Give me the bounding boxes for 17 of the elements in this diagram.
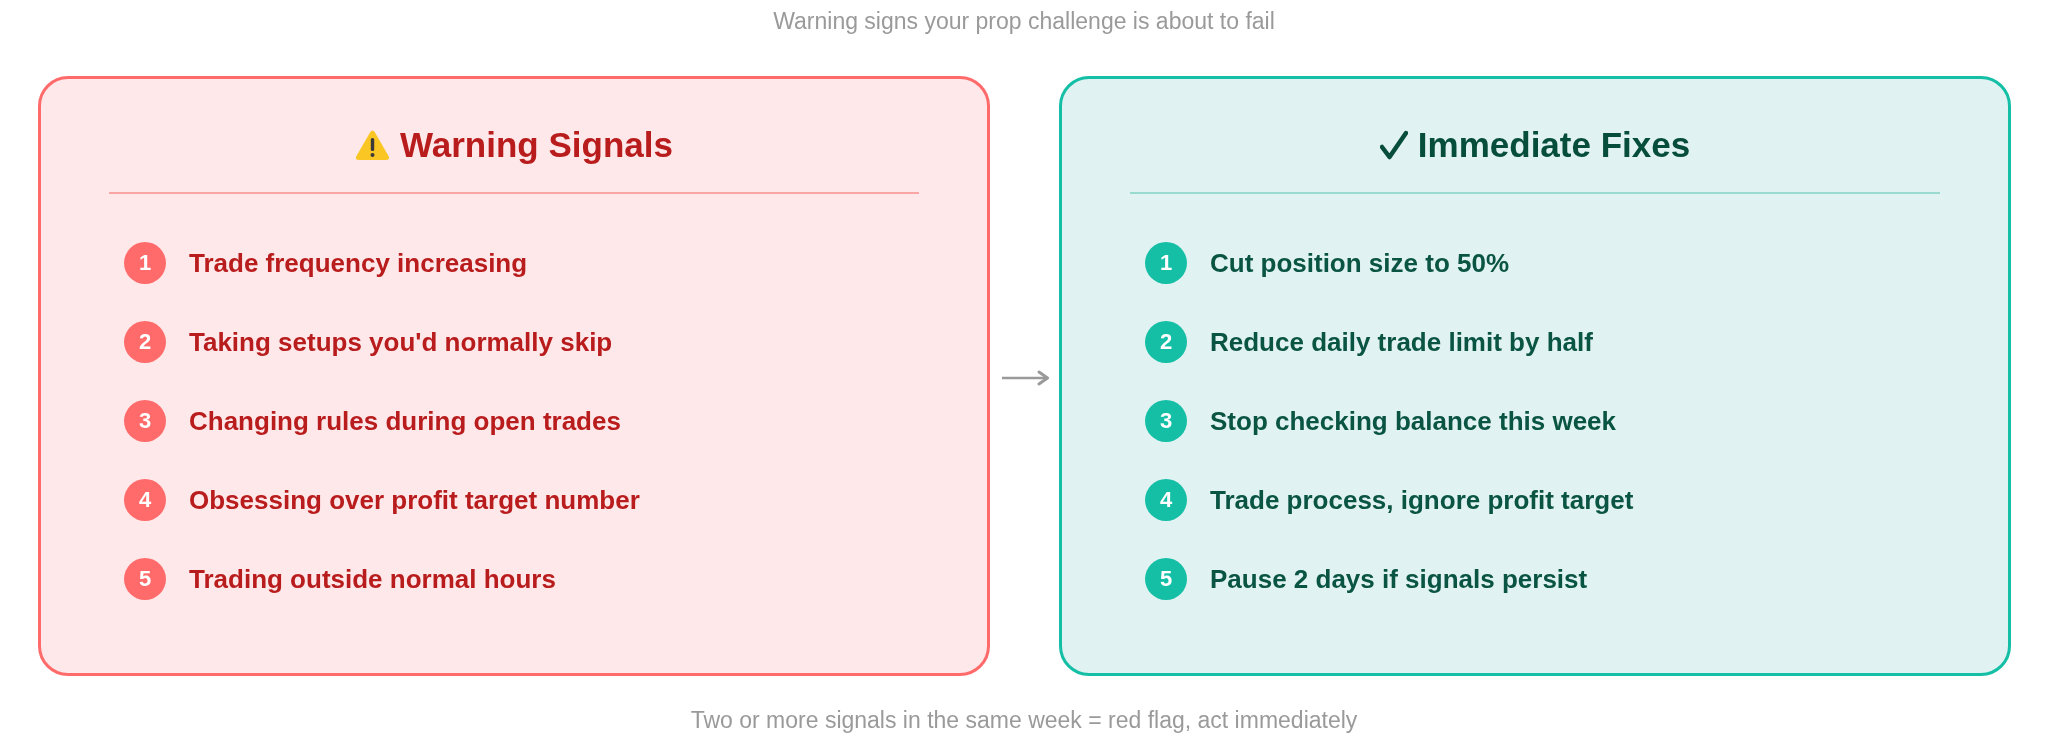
panel-heading: Warning Signals	[400, 124, 673, 166]
list-item-text: Pause 2 days if signals persist	[1210, 562, 1588, 595]
list-item-text: Obsessing over profit target number	[189, 483, 640, 516]
diagram-title: Warning signs your prop challenge is about to fail	[773, 7, 1275, 35]
list-item-text: Trading outside normal hours	[189, 562, 556, 595]
arrow	[1002, 370, 1049, 386]
caption-text: Two or more signals in the same week = red flag, act immediately	[690, 706, 1358, 734]
panel	[38, 76, 990, 676]
list-item-text: Reduce daily trade limit by half	[1210, 325, 1593, 358]
list-item-text: Changing rules during open trades	[189, 404, 621, 437]
list-item-text: Trade process, ignore profit target	[1210, 483, 1634, 516]
list-item-text: Taking setups you'd normally skip	[189, 325, 613, 358]
list-item-text: Stop checking balance this week	[1210, 404, 1617, 437]
panel-heading: Immediate Fixes	[1417, 124, 1691, 166]
panel	[1059, 76, 2011, 676]
list-item-text: Cut position size to 50%	[1210, 246, 1510, 279]
list-item-text: Trade frequency increasing	[189, 246, 528, 279]
